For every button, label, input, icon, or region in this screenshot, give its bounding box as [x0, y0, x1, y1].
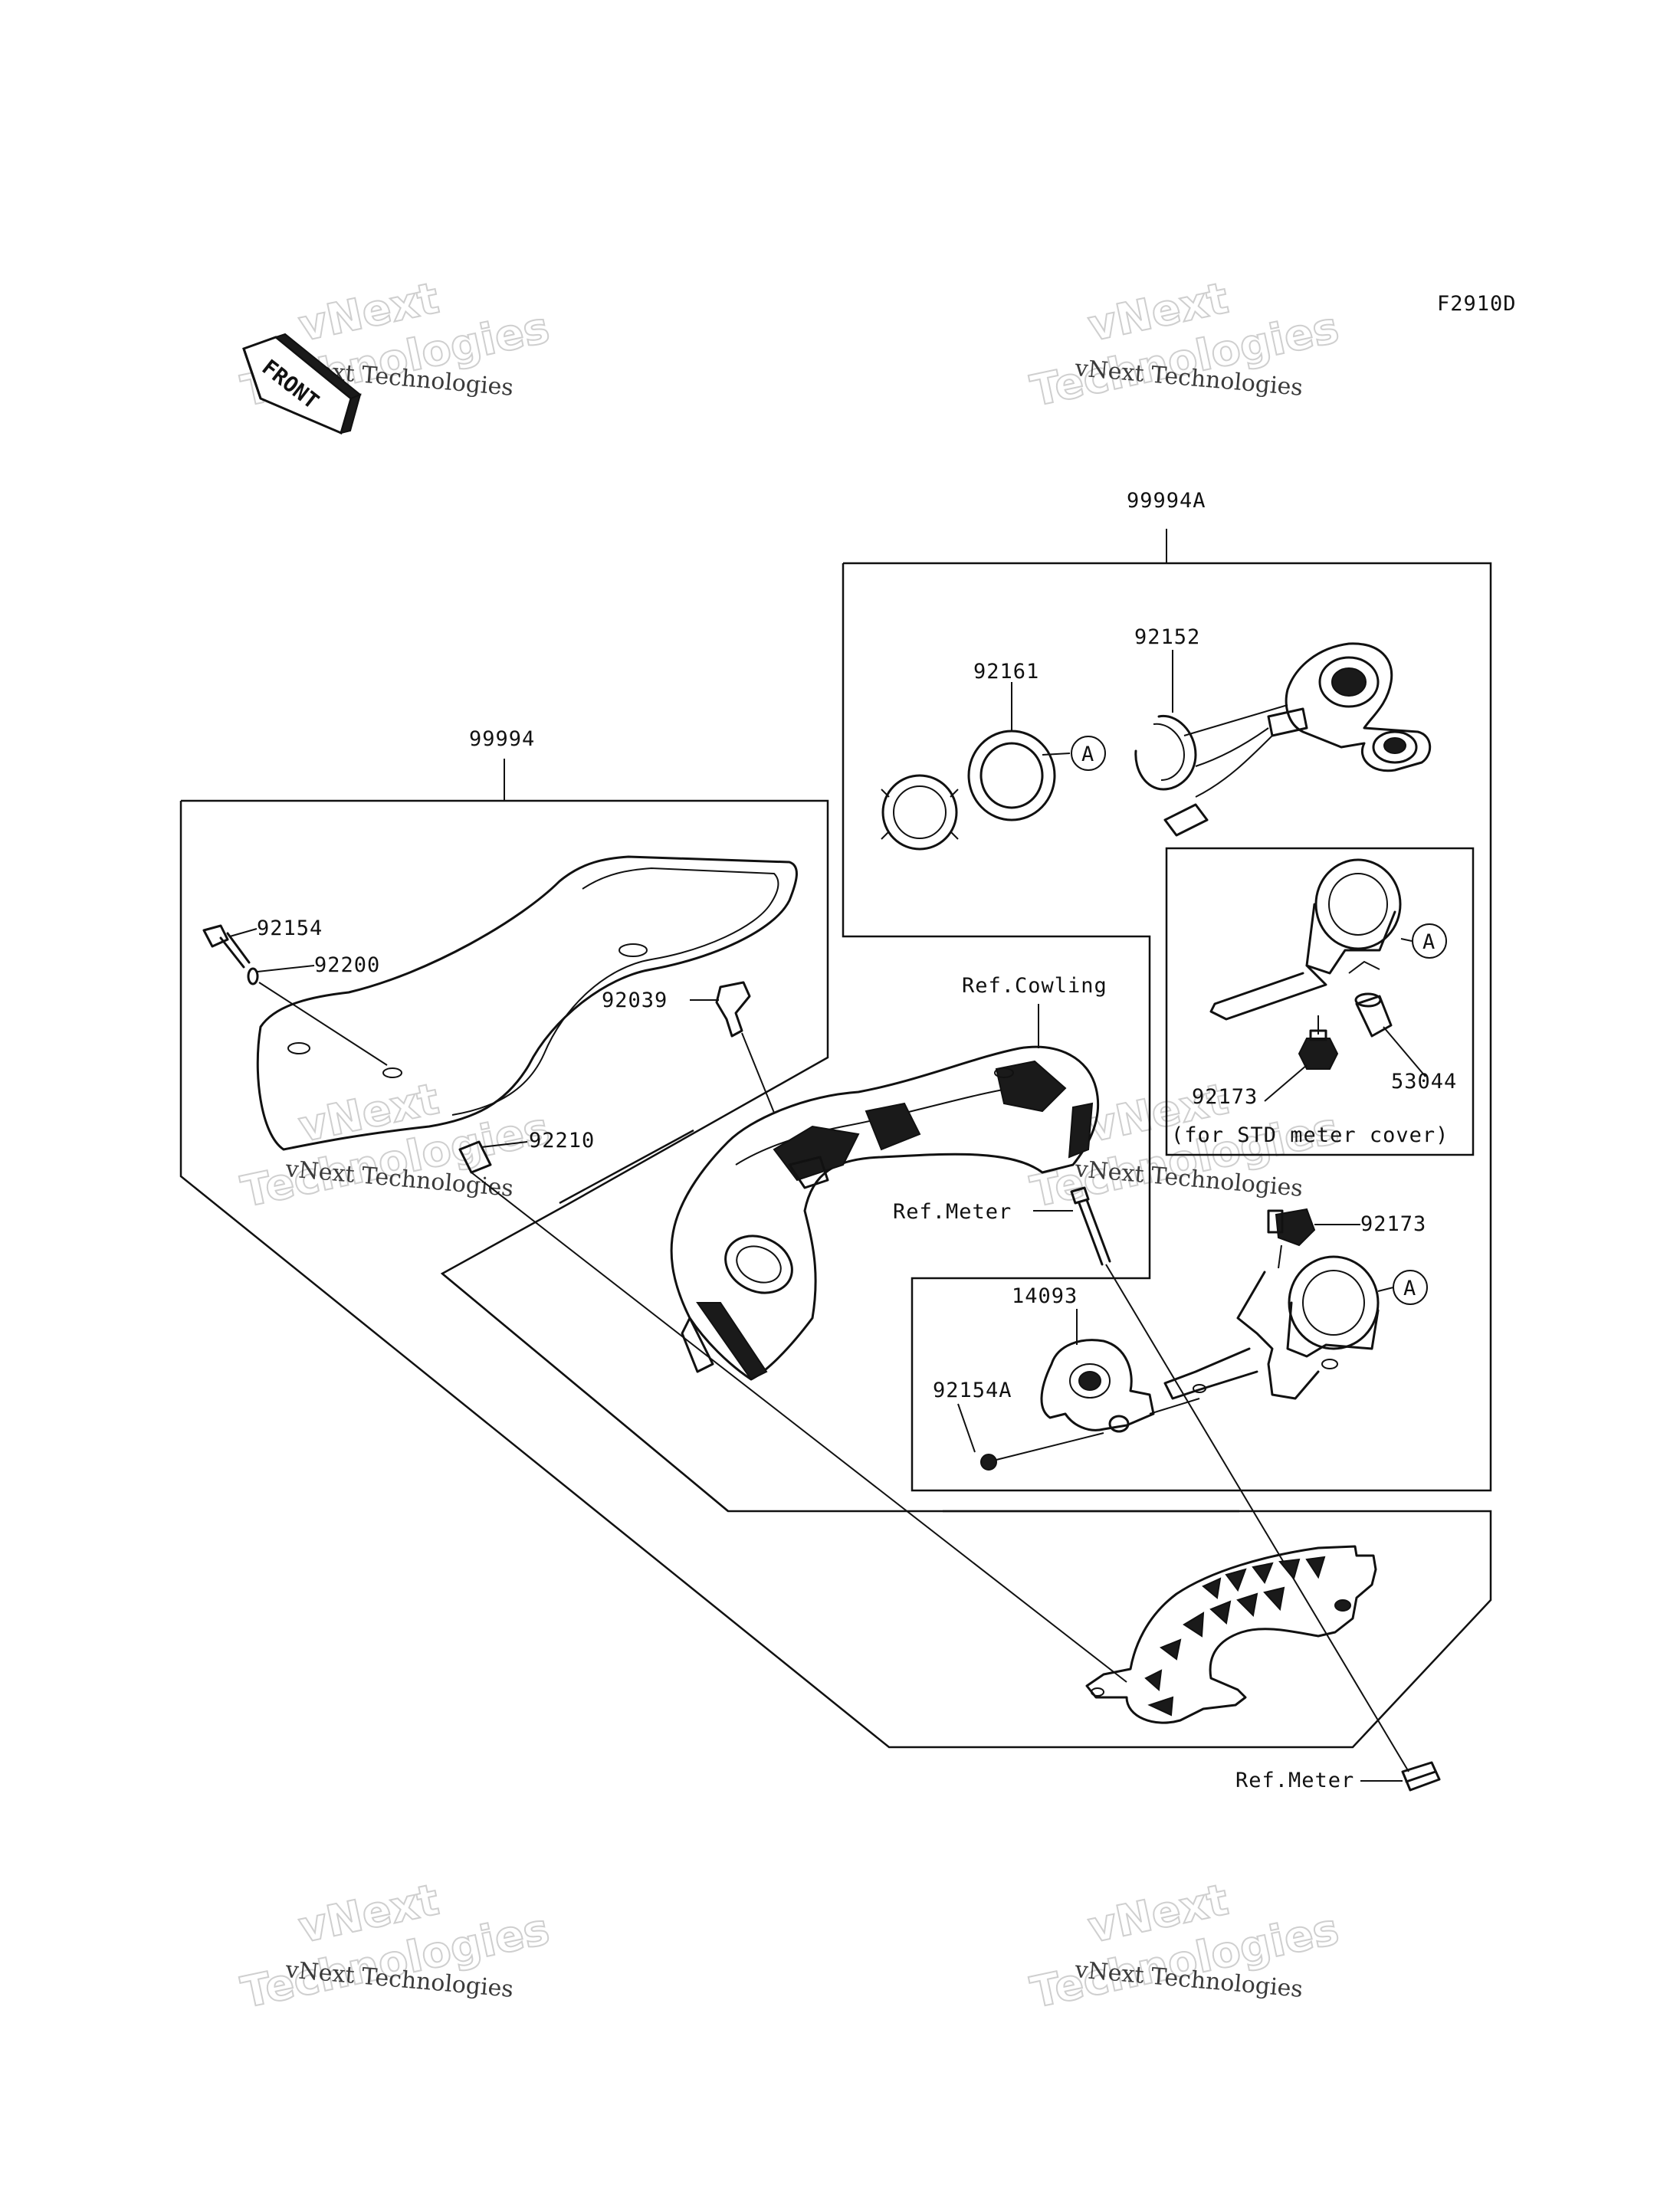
label-92210: 92210 [529, 1129, 595, 1153]
svg-text:A: A [1403, 1277, 1416, 1300]
kit-box-99994 [179, 799, 1492, 1749]
label-92154: 92154 [257, 917, 323, 940]
label-92173-upper: 92173 [1192, 1085, 1258, 1109]
stay-bracket [1085, 1545, 1377, 1724]
kit-box-99994A [842, 562, 1492, 1492]
switch-92173-upper-icon [1264, 1015, 1339, 1102]
figure-code: F2910D [1437, 292, 1517, 316]
watermark-top-right: vNext Technologies vNext Technologies [1025, 273, 1344, 418]
bolt-92154-icon [202, 924, 258, 969]
cowling [670, 1045, 1100, 1381]
meter-screw-icon [1070, 1186, 1111, 1266]
ref-a-2: A [1412, 923, 1447, 959]
std-cover-note: (for STD meter cover) [1171, 1123, 1449, 1147]
switch-92173-lower-icon [1267, 1208, 1360, 1269]
label-92200: 92200 [314, 953, 380, 977]
label-99994: 99994 [469, 727, 535, 751]
label-99994A: 99994A [1127, 489, 1206, 513]
damper-53044-icon [1354, 992, 1426, 1077]
label-53044: 53044 [1391, 1070, 1457, 1094]
washer-92200-icon [247, 965, 315, 985]
label-92152: 92152 [1134, 625, 1200, 649]
ring-92161-icon [967, 682, 1071, 821]
circlip-92152-icon [1134, 650, 1197, 791]
svg-text:A: A [1422, 930, 1436, 954]
label-ref-meter-lower: Ref.Meter [1235, 1769, 1354, 1792]
label-92039: 92039 [602, 989, 668, 1012]
label-92154A: 92154A [933, 1379, 1012, 1402]
socket-assembly-icon [1163, 642, 1432, 837]
label-ref-cowling: Ref.Cowling [962, 974, 1107, 998]
meter-grommet-icon [1360, 1761, 1441, 1792]
screw-92154A-icon [957, 1403, 1104, 1471]
svg-text:A: A [1081, 743, 1094, 766]
holder-14093-icon [1040, 1309, 1200, 1433]
front-arrow-icon: FRONT [242, 333, 362, 435]
windscreen [256, 855, 798, 1151]
label-14093: 14093 [1012, 1284, 1078, 1308]
clip-nut-92039-icon [690, 981, 775, 1113]
std-meter-bracket-icon [1209, 858, 1413, 1021]
watermark-bottom-right: vNext Technologies vNext Technologies [1025, 1874, 1344, 2019]
watermark-bottom-left: vNext Technologies vNext Technologies [236, 1874, 554, 2019]
std-cover-box [1165, 847, 1475, 1156]
nut-clip-92210-icon [458, 1140, 1127, 1683]
label-ref-meter-upper: Ref.Meter [893, 1200, 1012, 1224]
label-92173-lower: 92173 [1360, 1212, 1426, 1236]
lock-ring-icon [881, 774, 959, 851]
ref-a-3: A [1393, 1270, 1428, 1305]
ref-a-1: A [1071, 736, 1106, 771]
label-92161: 92161 [973, 660, 1039, 684]
meter-bracket-lower-icon [1163, 1255, 1394, 1400]
